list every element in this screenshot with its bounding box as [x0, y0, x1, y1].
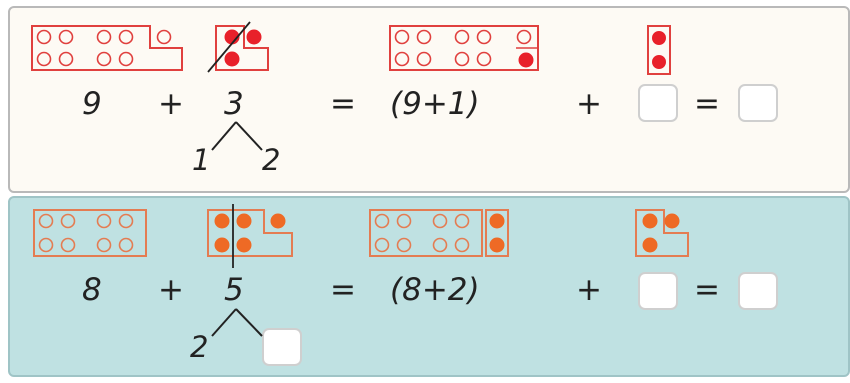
row1-nine-counter [36, 51, 52, 67]
row2-ten-counter-filled [489, 213, 505, 229]
row1-ten-counter [516, 29, 532, 45]
row2-eight-counter [60, 213, 76, 229]
row1-nine-counter [36, 29, 52, 45]
row1-three-counter [224, 51, 240, 67]
row1-ten-frame [389, 25, 539, 71]
row1-nine-counter [58, 51, 74, 67]
row2-ten-frame [369, 209, 483, 257]
row2-plus-sign: + [158, 272, 184, 308]
row1-ten-counter [454, 51, 470, 67]
row2-addend-a: 8 [82, 272, 102, 308]
row1-answer-box-2[interactable] [738, 84, 778, 122]
row2-eight-frame [33, 209, 147, 257]
row1-plus-sign: + [158, 86, 184, 122]
row1-three-counter [246, 29, 262, 45]
row2-remainder-counter [642, 213, 658, 229]
row2-five-counter [236, 213, 252, 229]
row2-ten-counter [454, 213, 470, 229]
row2-answer-box-1[interactable] [638, 272, 678, 310]
row1-ten-counter [394, 51, 410, 67]
row1-nine-counter [96, 29, 112, 45]
row2-eight-counter [38, 237, 54, 253]
row2-five-frame [207, 209, 293, 257]
exercise-panel-top [8, 6, 850, 193]
row1-ten-counter [416, 29, 432, 45]
row2-five-counter [214, 237, 230, 253]
row2-eight-counter [118, 237, 134, 253]
row1-split-branch [211, 121, 263, 151]
row1-ten-counter [454, 29, 470, 45]
row2-ten-counter [374, 237, 390, 253]
row1-nine-frame [31, 25, 183, 71]
row2-split-answer-box[interactable] [262, 328, 302, 366]
row2-eight-counter [96, 237, 112, 253]
row2-ten-counter [374, 213, 390, 229]
row1-nine-counter [118, 51, 134, 67]
row2-eight-counter [60, 237, 76, 253]
row2-five-counter [236, 237, 252, 253]
row2-ten-counter [396, 213, 412, 229]
row2-eight-counter [38, 213, 54, 229]
row1-remainder-counter [652, 31, 666, 45]
row1-three-slash [207, 21, 251, 73]
row2-ten-frame-extra [485, 209, 509, 257]
row2-eight-counter [96, 213, 112, 229]
row2-equals-sign-2: = [694, 272, 720, 308]
row1-ten-counter-filled [518, 52, 534, 68]
row2-plus-sign-2: + [576, 272, 602, 308]
row1-nine-counter [96, 51, 112, 67]
row1-remainder-counter [652, 55, 666, 69]
exercise-panel-bottom [8, 196, 850, 377]
row1-nine-counter [58, 29, 74, 45]
row2-grouped-sum: (8+2) [390, 272, 480, 308]
row2-split-left: 2 [190, 330, 209, 364]
row1-addend-a: 9 [82, 86, 102, 122]
row1-plus-sign-2: + [576, 86, 602, 122]
row2-ten-counter [396, 237, 412, 253]
row1-nine-counter [118, 29, 134, 45]
row2-addend-b: 5 [224, 272, 244, 308]
row2-ten-counter [432, 237, 448, 253]
row2-ten-counter-filled [489, 237, 505, 253]
row1-answer-box-1[interactable] [638, 84, 678, 122]
row1-ten-counter [476, 29, 492, 45]
row1-remainder-frame [647, 25, 671, 75]
row1-grouped-sum: (9+1) [390, 86, 480, 122]
row2-split-branch [211, 308, 263, 337]
row1-split-right: 2 [262, 143, 281, 177]
row1-equals-sign: = [330, 86, 356, 122]
row2-remainder-counter [642, 237, 658, 253]
row1-ten-counter [416, 51, 432, 67]
row1-ten-counter [394, 29, 410, 45]
row1-three-frame [215, 25, 269, 71]
row1-addend-b: 3 [224, 86, 244, 122]
row2-ten-counter [432, 213, 448, 229]
row1-ten-counter [476, 51, 492, 67]
row2-eight-counter [118, 213, 134, 229]
row1-equals-sign-2: = [694, 86, 720, 122]
row2-answer-box-2[interactable] [738, 272, 778, 310]
row1-split-left: 1 [192, 143, 211, 177]
row1-nine-counter [156, 29, 172, 45]
row2-five-counter [214, 213, 230, 229]
row2-remainder-counter [664, 213, 680, 229]
row2-ten-counter [454, 237, 470, 253]
row2-equals-sign: = [330, 272, 356, 308]
row2-remainder-frame [635, 209, 689, 257]
row2-five-counter [270, 213, 286, 229]
